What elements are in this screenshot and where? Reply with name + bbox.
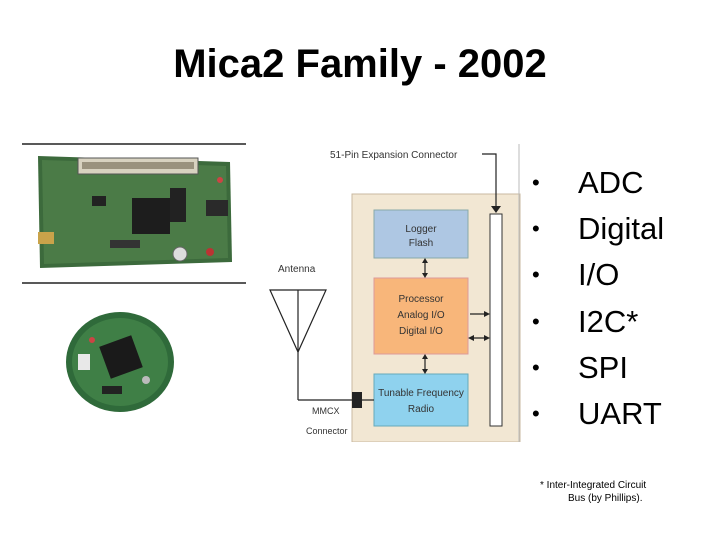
processor-block [373, 277, 469, 355]
mica2dot-photo [66, 312, 174, 412]
interface-bullet-list: •ADC •Digital •I/O •I2C* •SPI •UART [532, 160, 664, 437]
footnote-line-2: Bus (by Phillips). [568, 493, 643, 504]
bullet-item: •SPI [532, 349, 628, 385]
logger-flash-block [373, 209, 469, 259]
mica2-board-photo [22, 143, 246, 284]
footnote-line-1: * Inter-Integrated Circuit [540, 480, 647, 491]
svg-text:Analog I/O: Analog I/O [397, 310, 444, 321]
svg-text:Processor: Processor [398, 294, 444, 305]
bullet-item: •Digital [532, 211, 665, 247]
mmcx-label-2: Connector [306, 426, 348, 436]
expansion-connector-bar [489, 213, 503, 427]
bullet-item: •UART [532, 395, 662, 431]
bullet-item: •I/O [532, 257, 620, 293]
bullet-item: •I2C* [532, 303, 639, 339]
radio-block [373, 373, 469, 427]
svg-text:Radio: Radio [408, 404, 435, 415]
footnote: * Inter-Integrated Circuit Bus (by Phill… [540, 479, 646, 505]
bullet-item: •ADC [532, 165, 644, 200]
slide-title: Mica2 Family - 2002 [173, 42, 547, 86]
svg-text:Logger: Logger [405, 224, 437, 235]
mmcx-label: MMCX [312, 406, 340, 416]
block-diagram: 51-Pin Expansion Connector Logger Flash … [262, 142, 524, 442]
mmcx-connector [352, 392, 362, 408]
antenna-label: Antenna [278, 264, 316, 275]
svg-text:Flash: Flash [409, 238, 433, 249]
svg-text:Digital I/O: Digital I/O [399, 326, 443, 337]
svg-text:Tunable Frequency: Tunable Frequency [378, 388, 464, 399]
expansion-connector-label: 51-Pin Expansion Connector [330, 150, 458, 161]
